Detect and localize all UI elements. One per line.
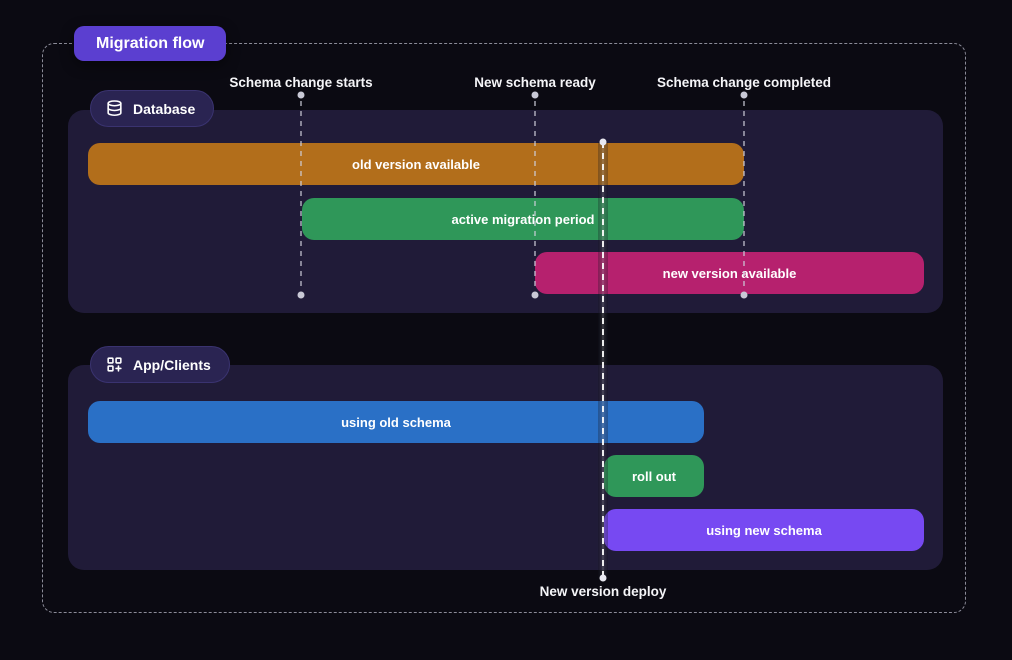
- diagram-title: Migration flow: [74, 26, 227, 61]
- bar-label: roll out: [631, 468, 677, 484]
- marker-dot: [740, 291, 748, 299]
- marker-dot: [297, 291, 305, 299]
- bar-active-migration-period: active migration period: [302, 198, 744, 240]
- bar-using-old-schema: using old schema: [88, 401, 704, 443]
- app-clients-badge-label: App/Clients: [133, 356, 211, 373]
- deploy-dot-bottom: [599, 574, 607, 582]
- marker-label-new-schema-ready: New schema ready: [474, 75, 596, 90]
- bar-label: new version available: [662, 265, 797, 281]
- database-icon: [105, 99, 124, 118]
- marker-line-schema-change-starts: [300, 101, 302, 291]
- bar-label: old version available: [352, 156, 480, 172]
- apps-icon: [105, 355, 124, 374]
- bar-label: using old schema: [341, 414, 451, 430]
- marker-line-schema-change-completed: [743, 101, 745, 291]
- marker-dot: [531, 91, 539, 99]
- bar-label: active migration period: [451, 211, 595, 227]
- bar-using-new-schema: using new schema: [604, 509, 924, 551]
- marker-label-schema-change-completed: Schema change completed: [656, 75, 832, 90]
- bar-label: using new schema: [706, 522, 822, 538]
- bar-old-version-available: old version available: [88, 143, 744, 185]
- marker-label-schema-change-starts: Schema change starts: [229, 75, 373, 90]
- marker-label-new-version-deploy: New version deploy: [539, 584, 667, 599]
- deploy-dot-top: [599, 138, 607, 146]
- marker-dot: [297, 91, 305, 99]
- diagram-boundary: [42, 43, 966, 613]
- database-badge-label: Database: [133, 100, 196, 117]
- marker-line-new-schema-ready: [534, 101, 536, 291]
- database-badge: Database: [90, 90, 215, 127]
- bar-roll-out: roll out: [604, 455, 704, 497]
- bar-new-version-available: new version available: [535, 252, 924, 294]
- marker-dot: [531, 291, 539, 299]
- marker-dot: [740, 91, 748, 99]
- app-clients-badge: App/Clients: [90, 346, 230, 383]
- deploy-line: [602, 142, 604, 578]
